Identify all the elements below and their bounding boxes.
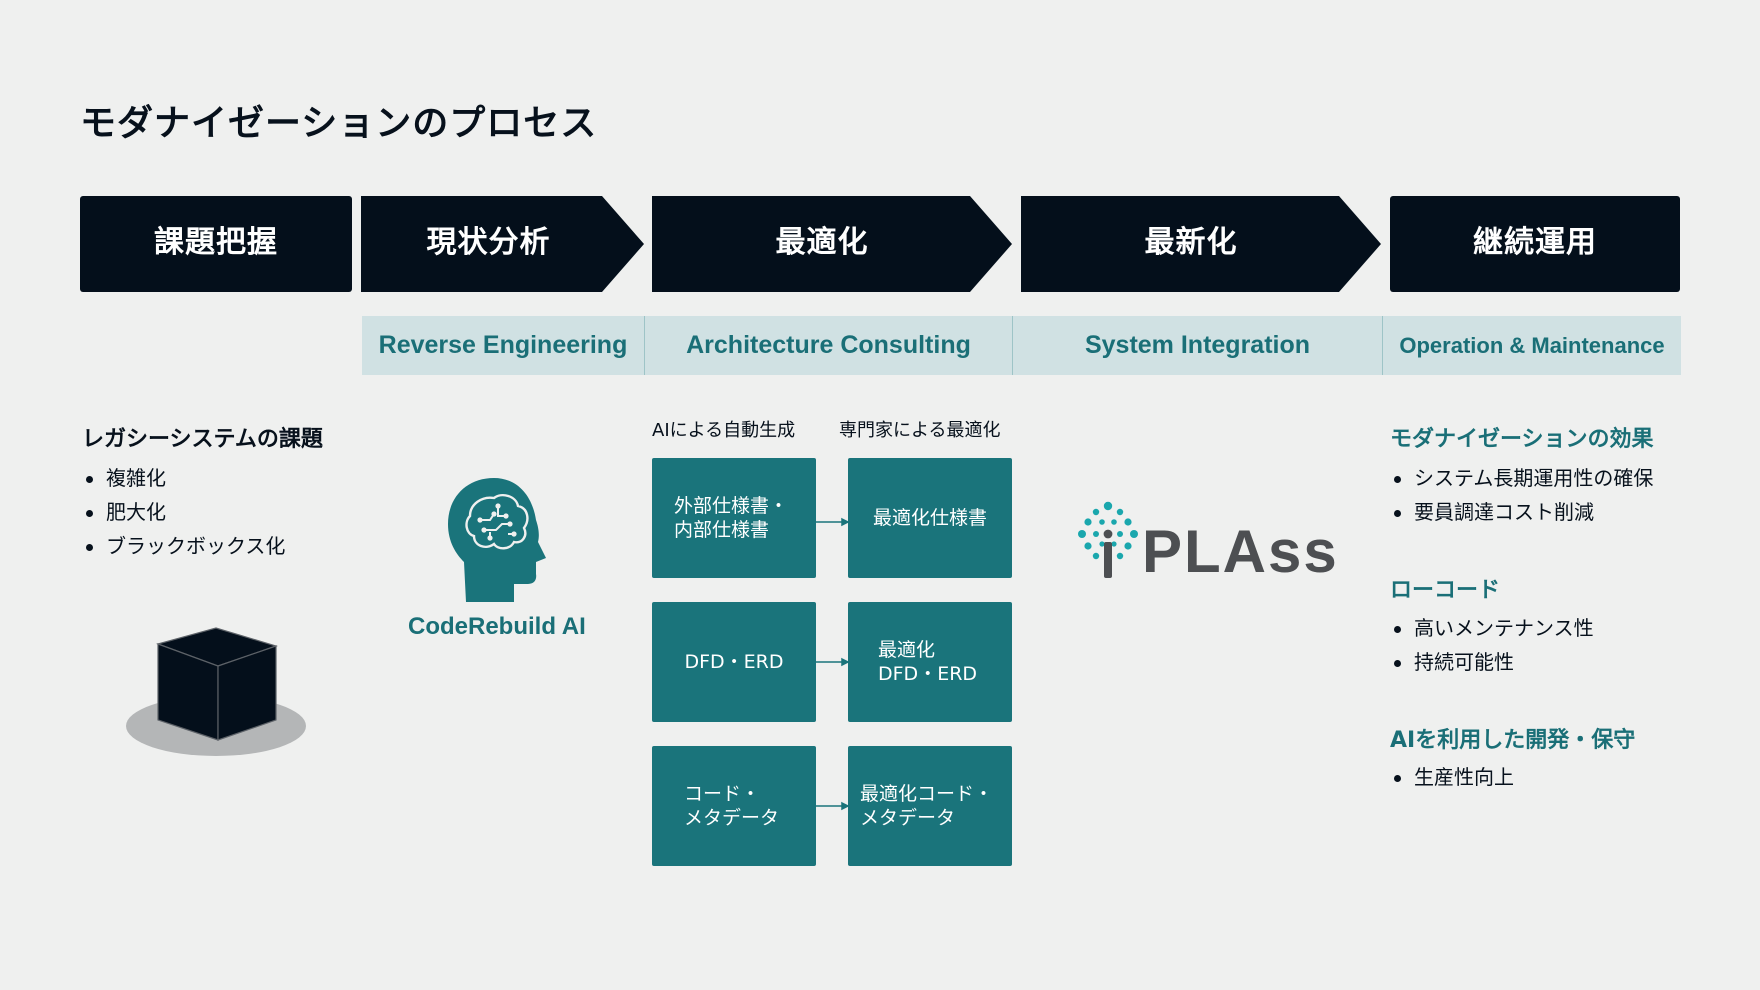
ai-dev-list: 生産性向上: [1390, 760, 1514, 794]
ai-dev-item: 生産性向上: [1390, 760, 1514, 794]
ai-output-code-metadata: コード・ メタデータ: [652, 746, 816, 866]
stage-label-2: 現状分析: [426, 225, 551, 260]
ai-output-dfd-erd: DFD・ERD: [652, 602, 816, 722]
stage-label-5: 継続運用: [1473, 225, 1597, 260]
optimized-code-metadata: 最適化コード・ メタデータ: [848, 746, 1012, 866]
effects-item: システム長期運用性の確保: [1390, 461, 1653, 495]
ai-dev-title: AIを利用した開発・保守: [1390, 728, 1636, 753]
ai-output-spec: 外部仕様書・ 内部仕様書: [652, 458, 816, 578]
stage-label-4: 最新化: [1144, 225, 1238, 260]
lowcode-title: ローコード: [1390, 578, 1501, 603]
stage-label-1: 課題把握: [154, 225, 278, 260]
coderebuild-label: CodeRebuild AI: [408, 613, 586, 640]
service-system-integration: System Integration: [1012, 316, 1382, 375]
stage-shape-2: [361, 196, 644, 292]
iplass-logo-icon: [1078, 501, 1138, 578]
legacy-title: レガシーシステムの課題: [82, 427, 323, 452]
legacy-list: 複雑化 肥大化 ブラックボックス化: [82, 461, 285, 563]
ai-head-icon: [448, 478, 546, 602]
lowcode-item: 高いメンテナンス性: [1390, 611, 1594, 645]
black-box-icon: [126, 627, 306, 756]
lowcode-item: 持続可能性: [1390, 645, 1594, 679]
stage-shape-5: [1390, 196, 1680, 292]
legacy-item: 複雑化: [82, 461, 285, 495]
optimized-spec: 最適化仕様書: [848, 458, 1012, 578]
effects-title: モダナイゼーションの効果: [1390, 427, 1654, 452]
service-architecture-consulting: Architecture Consulting: [644, 316, 1012, 375]
iplass-wordmark: PLAss: [1142, 518, 1339, 585]
optimized-dfd-erd: 最適化 DFD・ERD: [848, 602, 1012, 722]
stage-shape-4: [1021, 196, 1381, 292]
effects-list: システム長期運用性の確保 要員調達コスト削減: [1390, 461, 1653, 529]
effects-item: 要員調達コスト削減: [1390, 495, 1653, 529]
stage-label-3: 最適化: [775, 225, 869, 260]
page-title: モダナイゼーションのプロセス: [80, 103, 598, 144]
legacy-item: 肥大化: [82, 495, 285, 529]
lowcode-list: 高いメンテナンス性 持続可能性: [1390, 611, 1594, 679]
legacy-item: ブラックボックス化: [82, 529, 285, 563]
stage-shape-1: [80, 196, 352, 292]
stage-shape-3: [652, 196, 1012, 292]
expert-optimization-header: 専門家による最適化: [839, 420, 1001, 441]
ai-generation-header: AIによる自動生成: [652, 420, 796, 441]
service-reverse-engineering: Reverse Engineering: [362, 316, 644, 375]
service-operation-maintenance: Operation & Maintenance: [1382, 316, 1681, 375]
